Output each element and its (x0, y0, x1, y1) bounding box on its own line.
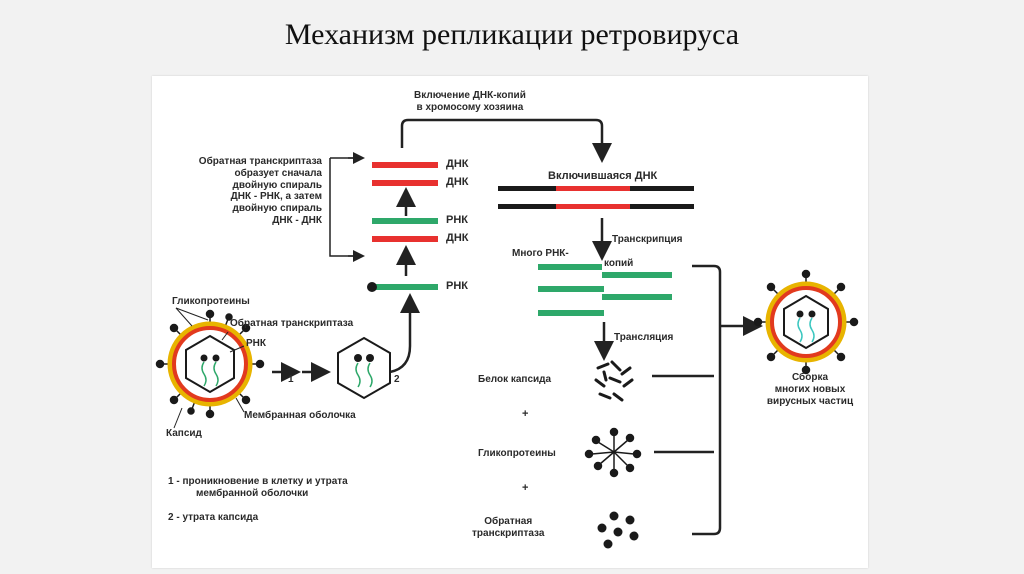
label-rna-1: РНК (446, 214, 468, 226)
rna-copies (538, 264, 672, 316)
host-dna-label: Включившаяся ДНК (548, 170, 658, 182)
capsid-label: Капсид (166, 428, 202, 439)
many-rna-label: Много РНК- (512, 248, 569, 259)
arrow-integration (400, 118, 612, 163)
retrovirus-diagram: Включение ДНК-копий в хромосому хозяина … (152, 76, 868, 568)
assembly-bracket (692, 264, 722, 536)
strand-dna-dna (372, 162, 438, 186)
label-dna-3: ДНК (446, 232, 469, 244)
step-2-number: 2 (394, 374, 400, 385)
arrow-step2 (389, 293, 420, 374)
virus-core-icon (337, 336, 391, 400)
capsid-protein-icon (594, 360, 634, 402)
label-rna-2: РНК (446, 280, 468, 292)
copies-label: копий (604, 258, 634, 269)
slide-title: Механизм репликации ретровируса (284, 18, 740, 51)
legend-item-2: 2 - утрата капсида (168, 512, 259, 523)
reverse-transcriptase-icon (597, 511, 639, 549)
rt-note: Обратная транскриптаза образует сначала … (198, 156, 322, 226)
diagram-graphics (155, 118, 859, 549)
step-1-number: 1 (288, 374, 294, 385)
plus-2: + (522, 482, 529, 494)
host-dna (498, 186, 694, 209)
label-dna-2: ДНК (446, 176, 469, 188)
membrane-label: Мембранная оболочка (244, 410, 356, 421)
rt-product-label: Обратная транскриптаза (472, 516, 545, 539)
glycoproteins-icon (584, 427, 642, 478)
plus-1: + (522, 408, 529, 420)
label-dna-1: ДНК (446, 158, 469, 170)
strand-rna (367, 282, 438, 292)
legend-item-1: 1 - проникновение в клетку и утрата мемб… (168, 476, 348, 499)
assembly-label: Сборка многих новых вирусных частиц (766, 372, 854, 407)
glycoproteins-product-label: Гликопротеины (478, 448, 556, 459)
transcription-label: Транскрипция (612, 234, 683, 245)
translation-label: Трансляция (614, 332, 674, 343)
integration-label: Включение ДНК-копий в хромосому хозяина (414, 90, 526, 113)
capsid-protein-label: Белок капсида (478, 374, 552, 385)
strand-rna-dna (372, 218, 438, 242)
note-bracket (329, 157, 358, 257)
new-virus-particle-icon (753, 269, 859, 375)
rna-virus-label: РНК (246, 338, 266, 349)
rt-label: Обратная транскриптаза (230, 318, 354, 329)
glycoproteins-label: Гликопротеины (172, 296, 250, 307)
